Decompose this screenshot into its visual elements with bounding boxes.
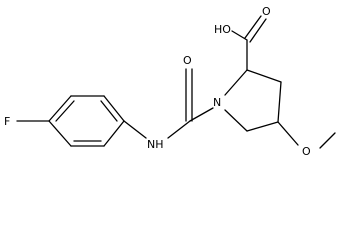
amide-nh-label: NH xyxy=(147,138,164,151)
carbonyl-ring-nitrogen-bond xyxy=(189,107,214,122)
ring-nitrogen-label: N xyxy=(213,96,221,109)
carboxyl-double-bond-2 xyxy=(249,18,267,43)
ring-bond-6 xyxy=(48,120,72,147)
ring-double-bond-inner-1 xyxy=(55,100,75,122)
methoxy-oxygen-label: O xyxy=(302,145,311,158)
chemical-structure-diagram: F NH O N HO O O xyxy=(4,5,336,158)
c4-methoxy-oxygen-bond xyxy=(277,121,299,146)
carboxyl-double-bond-1 xyxy=(244,15,262,39)
pyrrolidine-bond-c5-n xyxy=(224,109,248,132)
ring-bond-1 xyxy=(48,95,72,122)
ring-double-bond-inner-2 xyxy=(100,100,118,122)
pyrrolidine-bond-c4-c5 xyxy=(246,121,279,132)
ring-bond-4 xyxy=(103,120,125,147)
pyrrolidine-bond-c2-c3 xyxy=(246,69,282,83)
carboxylic-acid-hydroxyl-label: HO xyxy=(214,23,231,36)
nh-carbonyl-bond xyxy=(167,120,191,139)
pyrrolidine-ring xyxy=(224,69,282,132)
pyrrolidine-bond-n-c2 xyxy=(224,69,248,96)
carboxyl-oh-bond xyxy=(231,30,248,41)
methoxy-methyl-bond xyxy=(319,132,336,149)
fluorine-label: F xyxy=(4,115,10,128)
urea-carbonyl-oxygen-label: O xyxy=(183,54,192,67)
ring-bond-3 xyxy=(103,95,125,122)
carboxylic-acid-carbonyl-oxygen-label: O xyxy=(262,5,271,18)
aryl-nitrogen-bond xyxy=(123,120,147,139)
pyrrolidine-bond-c3-c4 xyxy=(277,81,282,123)
fluorophenyl-ring xyxy=(48,95,125,147)
